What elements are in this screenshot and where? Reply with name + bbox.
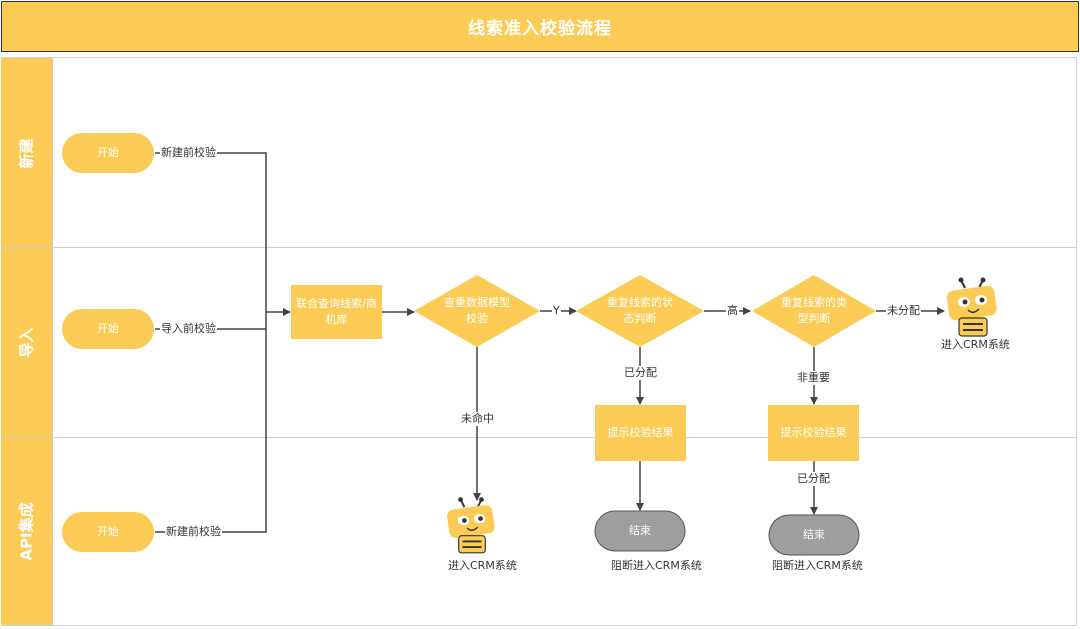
end-node-1 xyxy=(594,510,686,552)
start-label-api: 开始 xyxy=(97,525,119,538)
hint-box-2 xyxy=(768,405,859,461)
lane-label-import: 导入 xyxy=(1,248,53,437)
start-node-import xyxy=(62,309,154,349)
caption-block-crm-2: 阻断进入CRM系统 xyxy=(772,559,863,572)
page-title: 线索准入校验流程 xyxy=(1,1,1079,52)
joint-query-label: 联合查询线索/商机库 xyxy=(296,297,377,326)
edge-label-api-pre: 新建前校验 xyxy=(165,525,222,539)
decision-dup-status xyxy=(576,275,704,347)
edge-label-yes: Y xyxy=(552,304,561,318)
lane-label-api: API集成 xyxy=(1,437,53,625)
lane-divider xyxy=(1,247,1077,248)
decision-dup-model xyxy=(414,275,540,347)
decision-dup-type xyxy=(752,275,876,347)
edge-new-pre xyxy=(155,152,267,312)
end-label-1: 结束 xyxy=(629,524,651,537)
end-label-2: 结束 xyxy=(803,528,825,541)
edge-label-assigned1: 已分配 xyxy=(623,366,658,380)
lane-label-new: 新建 xyxy=(1,58,53,248)
hint-label-1: 提示校验结果 xyxy=(607,426,674,439)
caption-block-crm-1: 阻断进入CRM系统 xyxy=(611,559,702,572)
bee-mascot-icon xyxy=(445,496,497,554)
start-label-new: 开始 xyxy=(97,146,119,159)
edge-label-high: 高 xyxy=(726,304,739,318)
edge-label-import-pre: 导入前校验 xyxy=(160,322,217,336)
joint-query-box xyxy=(291,285,382,339)
hint-box-1 xyxy=(595,405,686,461)
edge-label-assigned2: 已分配 xyxy=(796,472,831,486)
edge-api-pre xyxy=(155,312,267,533)
start-label-import: 开始 xyxy=(97,322,119,335)
edge-label-not-important: 非重要 xyxy=(796,371,831,385)
edge-label-new-pre: 新建前校验 xyxy=(160,146,217,160)
start-node-api xyxy=(62,512,154,552)
dup-model-label: 查重数据模型校验 xyxy=(444,296,510,325)
dup-type-label: 重复线索的类型判断 xyxy=(781,296,847,325)
edge-label-miss: 未命中 xyxy=(460,412,495,426)
edge-label-unassigned: 未分配 xyxy=(886,304,921,318)
bee-mascot-icon xyxy=(944,276,999,337)
dup-status-label: 重复线索的状态判断 xyxy=(607,296,673,325)
caption-enter-crm-bottom: 进入CRM系统 xyxy=(448,559,517,572)
lane-divider xyxy=(1,437,1077,438)
caption-enter-crm-top: 进入CRM系统 xyxy=(941,338,1010,351)
hint-label-2: 提示校验结果 xyxy=(780,426,847,439)
end-node-2 xyxy=(768,514,860,556)
start-node-new xyxy=(62,133,154,173)
